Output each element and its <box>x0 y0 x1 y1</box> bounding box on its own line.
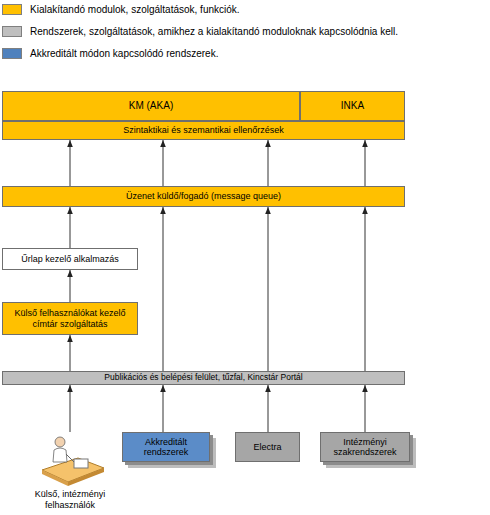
legend-entry: Kialakítandó modulok, szolgáltatások, fu… <box>2 2 240 16</box>
arrow-connector <box>365 385 366 432</box>
system-box: Electra <box>235 432 300 462</box>
node-label: Akkreditált rendszerek <box>123 437 209 458</box>
system-box: Akkreditált rendszerek <box>122 432 210 462</box>
legend-entry: Akkreditált módon kapcsolódó rendszerek. <box>2 46 218 60</box>
node-label: Publikációs és belépési felület, tűzfal,… <box>104 373 302 383</box>
arrow-connector <box>365 207 366 371</box>
node-label: Külső felhasználókat kezelő címtár szolg… <box>3 308 137 329</box>
node-label: Űrlap kezelő alkalmazás <box>21 254 119 264</box>
legend-swatch <box>2 48 22 59</box>
node-label: KM (AKA) <box>129 100 173 112</box>
user-actor: Külső, intézményi felhasználók <box>20 432 120 512</box>
arrow-connector <box>70 335 71 371</box>
arrow-connector <box>365 140 366 186</box>
legend-swatch <box>2 26 22 37</box>
application-box: Űrlap kezelő alkalmazás <box>2 248 138 270</box>
arrow-connector <box>268 207 269 371</box>
arrow-connector <box>70 385 71 432</box>
arrow-connector <box>70 140 71 186</box>
module-box: INKA <box>300 91 405 121</box>
node-label: Üzenet küldő/fogadó (message queue) <box>126 191 281 201</box>
arrow-connector <box>268 385 269 432</box>
node-label: Szintaktikai és szemantikai ellenőrzések <box>123 125 284 135</box>
portal-band: Publikációs és belépési felület, tűzfal,… <box>2 371 405 385</box>
system-box: Intézményi szakrendszerek <box>320 432 410 462</box>
arrow-connector <box>163 385 164 432</box>
module-box: KM (AKA) <box>2 91 300 121</box>
node-label: Electra <box>253 442 281 452</box>
user-icon <box>20 432 120 487</box>
arrow-connector <box>70 207 71 248</box>
directory-box: Külső felhasználókat kezelő címtár szolg… <box>2 302 138 335</box>
arrow-connector <box>163 207 164 371</box>
node-label: INKA <box>341 100 364 112</box>
legend-entry: Rendszerek, szolgáltatások, amikhez a ki… <box>2 24 398 38</box>
check-band: Szintaktikai és szemantikai ellenőrzések <box>2 121 405 140</box>
legend-text: Rendszerek, szolgáltatások, amikhez a ki… <box>30 26 398 37</box>
legend-swatch <box>2 4 22 15</box>
legend-text: Akkreditált módon kapcsolódó rendszerek. <box>30 48 218 59</box>
queue-band: Üzenet küldő/fogadó (message queue) <box>2 186 405 207</box>
node-label: Intézményi szakrendszerek <box>321 437 409 458</box>
node-label: Külső, intézményi felhasználók <box>20 489 120 510</box>
arrow-connector <box>70 270 71 302</box>
legend-text: Kialakítandó modulok, szolgáltatások, fu… <box>30 4 240 15</box>
arrow-connector <box>163 140 164 186</box>
arrow-connector <box>268 140 269 186</box>
